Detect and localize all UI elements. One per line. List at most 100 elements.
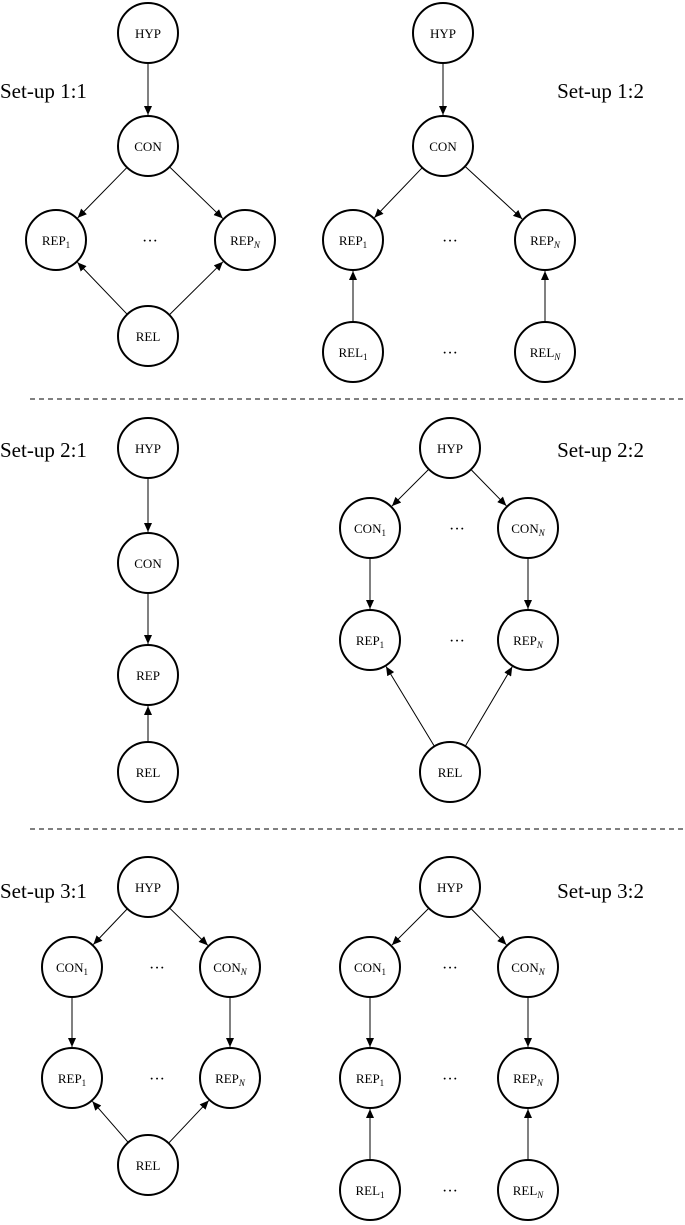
node-hyp: HYP xyxy=(412,2,474,64)
node-circle xyxy=(339,1159,401,1221)
node-con1: CON1 xyxy=(339,936,401,998)
node-conn: CONN xyxy=(497,497,559,559)
panel-title: Set-up 3:1 xyxy=(0,879,87,903)
node-hyp: HYP xyxy=(419,417,481,479)
panel-title: Set-up 2:2 xyxy=(557,438,644,462)
node-rep: REP xyxy=(117,644,179,706)
ellipsis-dots: ··· xyxy=(149,960,165,977)
node-circle xyxy=(339,609,401,671)
edge-rel-to-rep1 xyxy=(385,666,435,747)
edge-hyp-to-conn xyxy=(169,907,209,946)
node-rel1: REL1 xyxy=(339,1159,401,1221)
node-circle xyxy=(117,115,179,177)
ellipsis-dots: ··· xyxy=(142,233,158,250)
edge-rel-to-repn xyxy=(168,1100,210,1144)
node-rep1: REP1 xyxy=(339,609,401,671)
node-label: RELN xyxy=(530,345,562,362)
edge-rel-to-repn xyxy=(168,261,224,316)
node-label: REL xyxy=(438,765,463,780)
node-rel: REL xyxy=(117,1134,179,1196)
node-rep1: REP1 xyxy=(339,1047,401,1109)
edge-con-to-rep1 xyxy=(77,167,128,219)
ellipsis-dots: ··· xyxy=(149,1071,165,1088)
node-circle xyxy=(497,497,559,559)
ellipsis-dots: ··· xyxy=(442,345,458,362)
node-circle xyxy=(419,856,481,918)
node-rep1: REP1 xyxy=(41,1047,103,1109)
node-label: REPN xyxy=(215,1071,246,1088)
node-circle xyxy=(412,115,474,177)
node-circle xyxy=(117,644,179,706)
node-label: HYP xyxy=(430,26,456,41)
node-label: HYP xyxy=(437,441,463,456)
edge-con-to-rep1 xyxy=(374,167,423,218)
node-circle xyxy=(199,936,261,998)
edge-rel-to-repn xyxy=(464,666,513,747)
node-conn: CONN xyxy=(497,936,559,998)
panel-setup-5: Set-up 3:1 HYP CON1 CONN REP1 REPN REL ··· ··· xyxy=(0,856,261,1196)
node-con1: CON1 xyxy=(339,497,401,559)
node-circle xyxy=(419,741,481,803)
node-label: CON xyxy=(134,556,162,571)
node-label: CONN xyxy=(511,960,545,977)
node-rel1: REL1 xyxy=(322,321,384,383)
node-circle xyxy=(322,321,384,383)
node-label: REP1 xyxy=(42,233,70,250)
node-circle xyxy=(514,209,576,271)
node-circle xyxy=(199,1047,261,1109)
panel-title: Set-up 1:1 xyxy=(0,79,87,103)
node-circle xyxy=(117,305,179,367)
node-label: REP1 xyxy=(339,233,367,250)
node-label: CON xyxy=(134,139,162,154)
node-label: REPN xyxy=(230,233,261,250)
node-label: REL xyxy=(136,1158,161,1173)
edge-hyp-to-con1 xyxy=(92,908,128,945)
ellipsis-dots: ··· xyxy=(442,233,458,250)
node-circle xyxy=(41,1047,103,1109)
edge-hyp-to-con1 xyxy=(391,468,430,507)
node-rep1: REP1 xyxy=(25,209,87,271)
panel-setup-3: Set-up 2:1 HYP CON REP REL xyxy=(0,417,179,803)
edge-rel-to-rep1 xyxy=(77,262,128,315)
node-con1: CON1 xyxy=(41,936,103,998)
node-repn: REPN xyxy=(214,209,276,271)
node-con: CON xyxy=(117,115,179,177)
node-repn: REPN xyxy=(514,209,576,271)
node-circle xyxy=(117,856,179,918)
node-label: CON1 xyxy=(56,960,88,977)
node-hyp: HYP xyxy=(117,856,179,918)
node-circle xyxy=(41,936,103,998)
edge-con-to-repn xyxy=(464,165,523,220)
node-circle xyxy=(117,532,179,594)
node-label: REP1 xyxy=(356,633,384,650)
node-rep1: REP1 xyxy=(322,209,384,271)
node-label: CON1 xyxy=(354,521,386,538)
node-circle xyxy=(419,417,481,479)
ellipsis-dots: ··· xyxy=(442,960,458,977)
edge-hyp-to-conn xyxy=(470,908,507,946)
panel-title: Set-up 3:2 xyxy=(557,879,644,903)
node-label: HYP xyxy=(437,880,463,895)
node-circle xyxy=(497,609,559,671)
node-label: HYP xyxy=(135,880,161,895)
node-label: REL1 xyxy=(338,345,367,362)
node-circle xyxy=(497,1047,559,1109)
node-conn: CONN xyxy=(199,936,261,998)
node-hyp: HYP xyxy=(419,856,481,918)
node-label: REP1 xyxy=(58,1071,86,1088)
node-hyp: HYP xyxy=(117,417,179,479)
node-label: REL1 xyxy=(355,1183,384,1200)
ellipsis-dots: ··· xyxy=(449,633,465,650)
node-circle xyxy=(412,2,474,64)
node-label: REPN xyxy=(513,633,544,650)
edge-hyp-to-con1 xyxy=(391,907,430,946)
node-label: REL xyxy=(136,765,161,780)
panel-title: Set-up 2:1 xyxy=(0,438,87,462)
node-label: REP xyxy=(136,668,160,683)
node-repn: REPN xyxy=(497,609,559,671)
node-circle xyxy=(339,1047,401,1109)
node-con: CON xyxy=(117,532,179,594)
